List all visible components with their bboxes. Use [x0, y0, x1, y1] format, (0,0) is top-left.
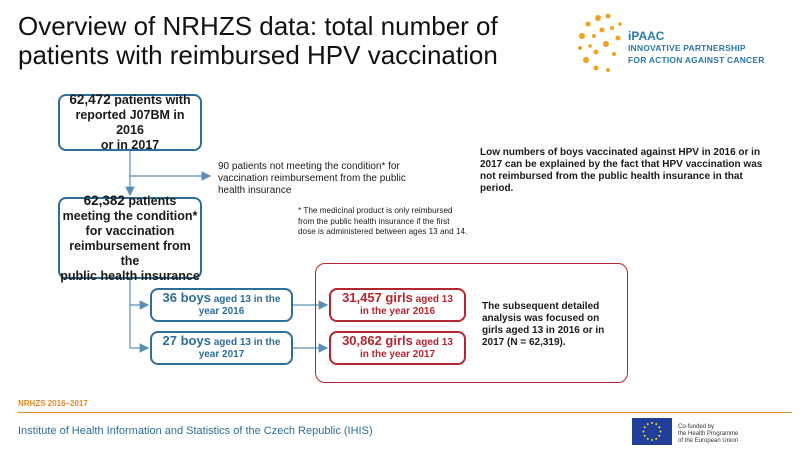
- eligible-patients-box: 62,382 patients meeting the condition* f…: [58, 193, 202, 283]
- girls-2016-box: 31,457 girls aged 13 in the year 2016: [329, 288, 466, 322]
- girls-2016-detail-b: in the year 2016: [359, 306, 436, 317]
- eu-cofunding-text: Co-funded by the Health Programme of the…: [678, 424, 758, 445]
- boys-2017-line-1: 27 boys aged 13 in the: [162, 333, 281, 349]
- eligible-patients-label-b: meeting the condition*: [62, 208, 198, 223]
- institute-name: Institute of Health Information and Stat…: [18, 425, 373, 437]
- logo-dots-icon: [578, 13, 622, 72]
- total-patients-label-a: patients with: [114, 93, 191, 107]
- eligible-patients-label-c: for vaccination: [85, 223, 175, 238]
- total-patients-count: 62,472: [69, 92, 111, 107]
- eu-cofunding-line-1: Co-funded by: [678, 424, 715, 430]
- total-patients-label-b: reported J07BM in 2016: [75, 108, 185, 137]
- arrow-to-boys-2017: [129, 279, 150, 353]
- boys-2017-detail-a: aged 13 in the: [213, 337, 281, 348]
- boys-2016-count: 36 boys: [162, 290, 211, 305]
- boys-2016-detail-b: year 2016: [198, 306, 245, 317]
- total-patients-line-1: 62,472 patients with: [69, 92, 190, 108]
- eligible-patients-label-d: reimbursement from the: [69, 238, 191, 268]
- reimbursement-footnote: * The medicinal product is only reimburs…: [298, 206, 468, 236]
- boys-2017-count: 27 boys: [162, 333, 211, 348]
- data-source-label: NRHZS 2016–2017: [18, 399, 88, 408]
- ipaac-logo: [578, 13, 622, 72]
- boys-2016-box: 36 boys aged 13 in the year 2016: [150, 288, 293, 322]
- boys-2016-line-1: 36 boys aged 13 in the: [162, 290, 281, 306]
- girls-2016-detail-a: aged 13: [415, 294, 453, 305]
- page-title: Overview of NRHZS data: total number of …: [18, 12, 558, 70]
- excluded-patients-note: 90 patients not meeting the condition* f…: [218, 161, 406, 196]
- total-patients-box: 62,472 patients with reported J07BM in 2…: [58, 92, 202, 152]
- eu-cofunding-line-3: of the European Union: [678, 438, 739, 444]
- boys-2016-detail-a: aged 13 in the: [213, 294, 281, 305]
- eligible-patients-label-e: public health insurance: [60, 268, 200, 283]
- eu-cofunding-line-2: the Health Programme: [678, 431, 739, 437]
- page-title-line-1: Overview of NRHZS data: total number of: [18, 11, 498, 41]
- footer-divider: [18, 412, 792, 413]
- girls-highlight-frame: [315, 263, 628, 383]
- logo-tagline-2: FOR ACTION AGAINST CANCER: [628, 55, 765, 65]
- girls-2017-detail-b: in the year 2017: [359, 349, 436, 360]
- girls-2017-detail-a: aged 13: [415, 337, 453, 348]
- girls-analysis-note: The subsequent detailed analysis was foc…: [482, 301, 605, 348]
- girls-2016-line-1: 31,457 girls aged 13: [342, 290, 453, 306]
- eligible-patients-line-1: 62,382 patients: [84, 193, 177, 209]
- eu-flag-icon: [632, 418, 672, 445]
- girls-2017-line-1: 30,862 girls aged 13: [342, 333, 453, 349]
- logo-name: iPAAC: [628, 29, 665, 43]
- boys-2017-detail-b: year 2017: [198, 349, 245, 360]
- girls-2016-count: 31,457 girls: [342, 290, 413, 305]
- boys-2017-box: 27 boys aged 13 in the year 2017: [150, 331, 293, 365]
- eligible-patients-label-a: patients: [128, 193, 177, 208]
- girls-2017-box: 30,862 girls aged 13 in the year 2017: [329, 331, 466, 365]
- boys-explanation-note: Low numbers of boys vaccinated against H…: [480, 147, 763, 194]
- eligible-patients-count: 62,382: [83, 192, 125, 208]
- logo-tagline-1: INNOVATIVE PARTNERSHIP: [628, 43, 746, 53]
- total-patients-label-c: or in 2017: [100, 138, 160, 152]
- girls-2017-count: 30,862 girls: [342, 333, 413, 348]
- page-title-line-2: patients with reimbursed HPV vaccination: [18, 40, 498, 70]
